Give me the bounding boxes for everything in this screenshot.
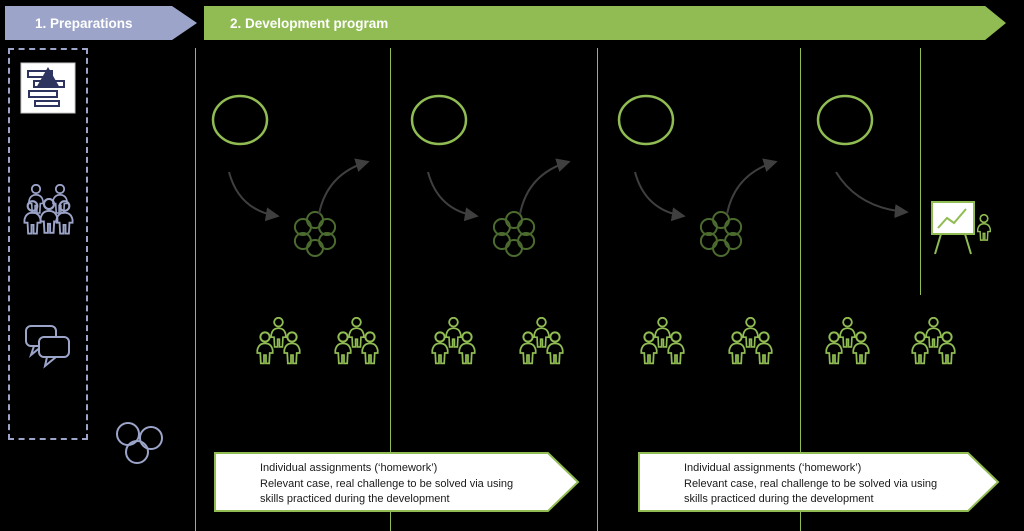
session-circle-icon [816,94,874,146]
arrow-up-icon [726,158,778,215]
circles-icon [116,422,163,464]
team-icon [23,184,74,235]
callout-text: Individual assignments (‘homework’) Rele… [260,461,513,508]
skills-cluster-icon [699,211,743,257]
arrow-down-icon [634,171,686,222]
participants-group-icon [519,317,564,365]
preparations-panel [8,48,88,440]
participants-group-icon [911,317,956,365]
homework-callout-2: Individual assignments (‘homework’) Rele… [638,452,1000,512]
preparations-banner: 1. Preparations [5,6,197,40]
arrow-down-icon [835,171,909,219]
chat-bubbles-icon [25,325,70,369]
layered-chart-icon [20,62,76,114]
callout-text: Individual assignments (‘homework’) Rele… [684,461,937,508]
participants-group-icon [431,317,476,365]
arrow-up-icon [318,158,370,215]
session-3 [597,48,800,531]
callout-line-3: skills practiced during the development [684,493,874,506]
callout-line-2: Relevant case, real challenge to be solv… [260,477,514,490]
session-1 [195,48,390,531]
callout-line-2: Relevant case, real challenge to be solv… [684,477,938,490]
participants-group-icon [825,317,870,365]
separator-line-4 [800,48,801,531]
session-2 [390,48,597,531]
development-program-banner: 2. Development program [204,6,1006,40]
homework-callout-1: Individual assignments (‘homework’) Rele… [214,452,580,512]
session-circle-icon [211,94,269,146]
session-circle-icon [617,94,675,146]
session-circle-icon [410,94,468,146]
callout-line-1: Individual assignments (‘homework’) [260,462,438,474]
participants-group-icon [334,317,379,365]
callout-arrow-shape [638,452,1000,512]
callout-line-1: Individual assignments (‘homework’) [684,462,862,474]
preparations-banner-label: 1. Preparations [35,15,133,31]
separator-line-3 [597,48,598,531]
separator-line-2 [390,48,391,531]
participants-group-icon [728,317,773,365]
skills-cluster-icon [293,211,337,257]
flipchart-presenter-icon [931,201,992,255]
callout-line-3: skills practiced during the development [260,493,450,506]
arrow-down-icon [427,171,479,222]
arrow-down-icon [228,171,280,222]
separator-line-5 [920,48,921,295]
session-4 [800,48,1024,531]
callout-arrow-shape [214,452,580,512]
skills-cluster-icon [492,211,536,257]
separator-line-1 [195,48,196,531]
participants-group-icon [256,317,301,365]
participants-group-icon [640,317,685,365]
arrow-up-icon [519,158,571,215]
development-banner-label: 2. Development program [230,15,389,31]
